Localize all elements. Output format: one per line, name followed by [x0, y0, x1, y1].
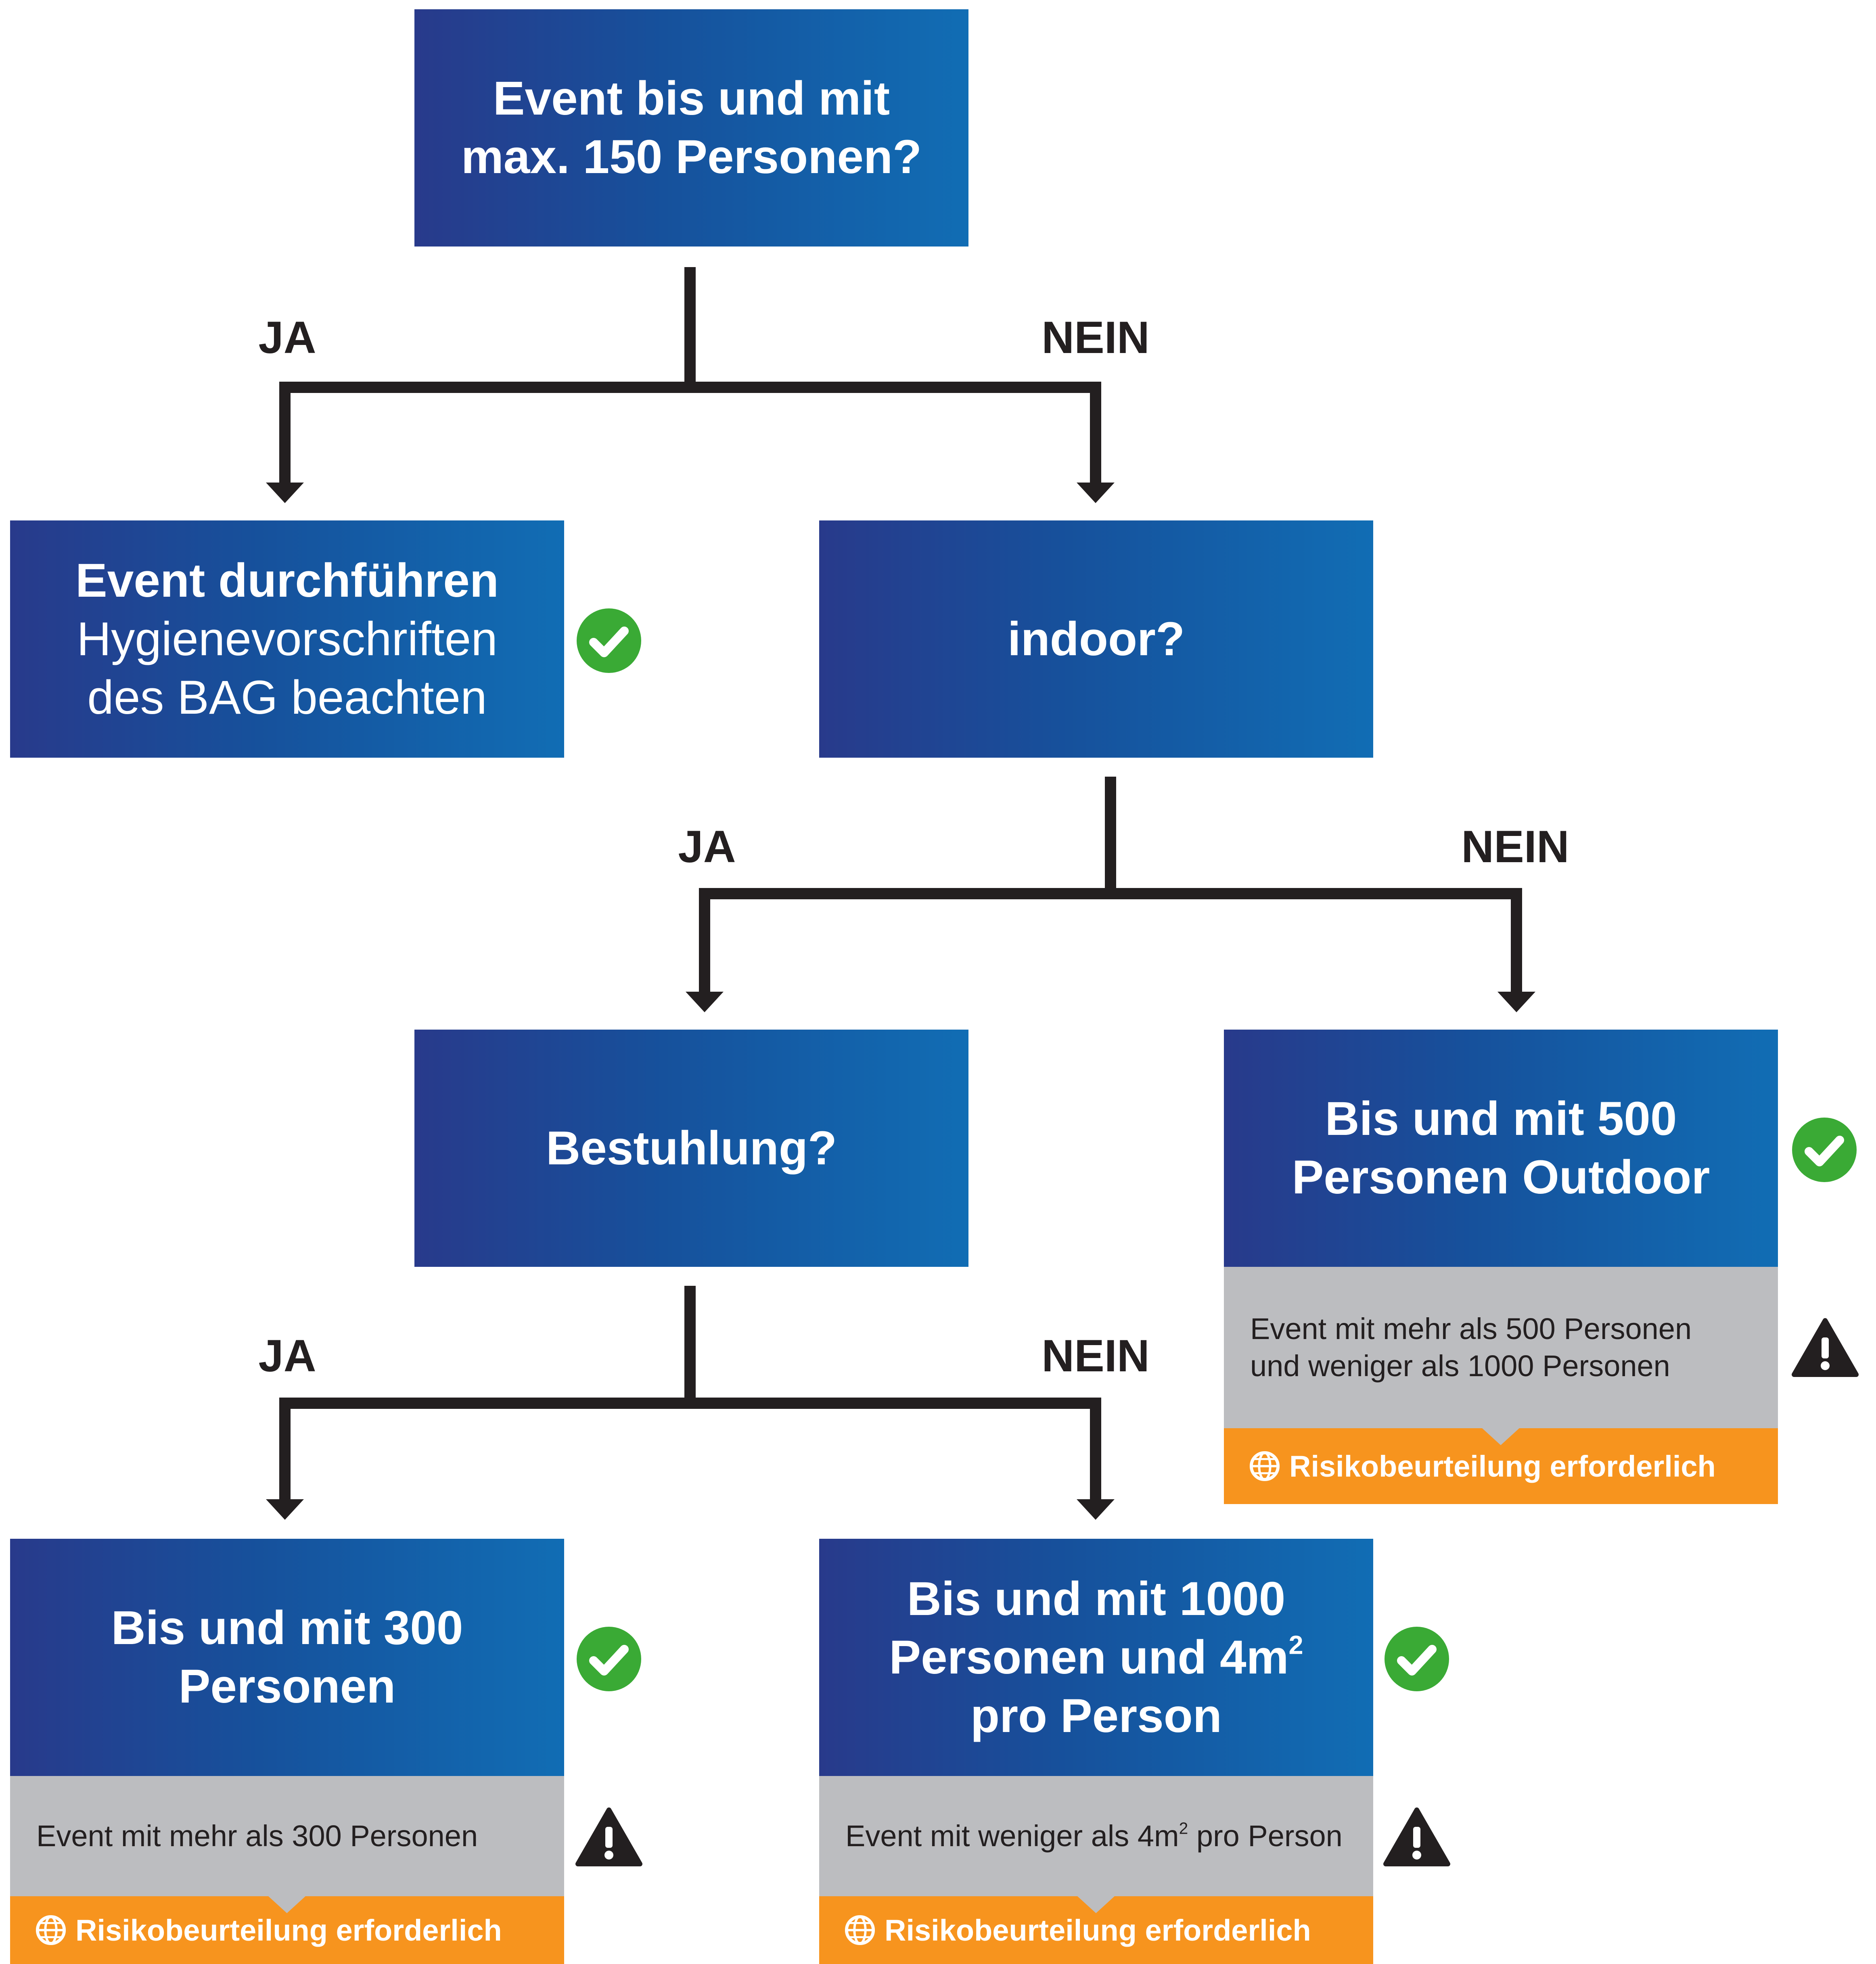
- arrowhead-q2-no: [1497, 992, 1535, 1012]
- result-text-line2: Personen Outdoor: [1292, 1151, 1710, 1204]
- question-box-seating: Bestuhlung?: [414, 1030, 968, 1267]
- question-text-line1: Event bis und mit: [493, 72, 890, 125]
- superscript-2: 2: [1179, 1819, 1188, 1838]
- check-circle-icon: [1385, 1627, 1449, 1691]
- note-pointer: [1482, 1428, 1519, 1445]
- connector-q3-yes: [279, 1398, 690, 1501]
- result-text-line3: des BAG beachten: [87, 671, 487, 724]
- check-circle-icon: [577, 1627, 641, 1691]
- branch-label-q2-yes: JA: [678, 821, 736, 872]
- result-text-line2: Hygienevorschriften: [77, 612, 498, 666]
- branch-label-q2-no: NEIN: [1461, 821, 1569, 872]
- check-circle-icon: [577, 608, 641, 673]
- branch-label-q1-yes: JA: [258, 312, 316, 363]
- result-text-line3: pro Person: [970, 1689, 1222, 1743]
- arrowhead-q3-yes: [266, 1499, 304, 1520]
- warning-icon: [575, 1807, 642, 1866]
- connector-q2-yes: [699, 888, 1111, 993]
- result-title: Event durchführen: [75, 554, 499, 607]
- question-text: Bestuhlung?: [546, 1121, 837, 1175]
- note-text: Event mit weniger als 4m2 pro Person: [845, 1818, 1373, 1855]
- branch-label-q3-no: NEIN: [1042, 1331, 1150, 1381]
- result-box-outdoor-500: Bis und mit 500 Personen Outdoor: [1224, 1030, 1778, 1267]
- question-text: indoor?: [1007, 612, 1185, 666]
- risk-text: Risikobeurteilung erforderlich: [1289, 1449, 1716, 1483]
- result-text-line2: Personen: [178, 1660, 396, 1713]
- arrowhead-q2-yes: [686, 992, 724, 1012]
- arrowhead-q1-yes: [266, 483, 304, 503]
- question-box-indoor: indoor?: [819, 520, 1373, 758]
- note-seated-over-300: Event mit mehr als 300 Personen: [10, 1776, 564, 1896]
- result-text-line1: Bis und mit 1000: [907, 1572, 1286, 1626]
- risk-banner-seated: Risikobeurteilung erforderlich: [10, 1896, 564, 1964]
- globe-icon: [845, 1915, 875, 1945]
- result-text-line1: Bis und mit 500: [1325, 1092, 1677, 1145]
- question-box-max-150: Event bis und mit max. 150 Personen?: [414, 9, 968, 247]
- branch-label-q3-yes: JA: [258, 1331, 316, 1381]
- risk-text: Risikobeurteilung erforderlich: [75, 1913, 502, 1947]
- note-text-main: Event mit weniger als 4m: [845, 1819, 1179, 1853]
- branch-label-q1-no: NEIN: [1042, 312, 1150, 363]
- arrowhead-q1-no: [1077, 483, 1115, 503]
- result-box-standing-1000: Bis und mit 1000 Personen und 4m2 pro Pe…: [819, 1539, 1373, 1776]
- note-outdoor-over-500: Event mit mehr als 500 Personen und weni…: [1224, 1267, 1778, 1428]
- note-pointer: [1077, 1896, 1115, 1913]
- note-pointer: [268, 1896, 305, 1913]
- globe-icon: [1249, 1451, 1280, 1481]
- arrowhead-q3-no: [1077, 1499, 1115, 1520]
- superscript-2: 2: [1288, 1630, 1303, 1659]
- warning-icon: [1383, 1807, 1450, 1866]
- note-text-end: pro Person: [1188, 1819, 1343, 1853]
- note-text-line2: und weniger als 1000 Personen: [1250, 1349, 1670, 1383]
- connector-q1-no: [690, 382, 1101, 484]
- warning-icon: [1792, 1318, 1859, 1377]
- note-text: Event mit mehr als 300 Personen: [36, 1819, 478, 1853]
- note-standing-under-4m2: Event mit weniger als 4m2 pro Person: [819, 1776, 1373, 1896]
- result-text-line2-main: Personen und 4m: [889, 1630, 1289, 1684]
- risk-text: Risikobeurteilung erforderlich: [885, 1913, 1311, 1947]
- connector-q3-no: [690, 1398, 1101, 1501]
- check-circle-icon: [1792, 1118, 1857, 1182]
- result-text-line2: Personen und 4m2: [889, 1628, 1303, 1687]
- connector-q2-no: [1111, 888, 1522, 993]
- result-box-seated-300: Bis und mit 300 Personen: [10, 1539, 564, 1776]
- result-text-line1: Bis und mit 300: [111, 1601, 463, 1655]
- note-text-line1: Event mit mehr als 500 Personen: [1250, 1312, 1692, 1346]
- connector-q1-yes: [279, 382, 690, 484]
- globe-icon: [36, 1915, 66, 1945]
- result-box-small-event: Event durchführen Hygienevorschriften de…: [10, 520, 564, 758]
- question-text-line2: max. 150 Personen?: [461, 130, 922, 184]
